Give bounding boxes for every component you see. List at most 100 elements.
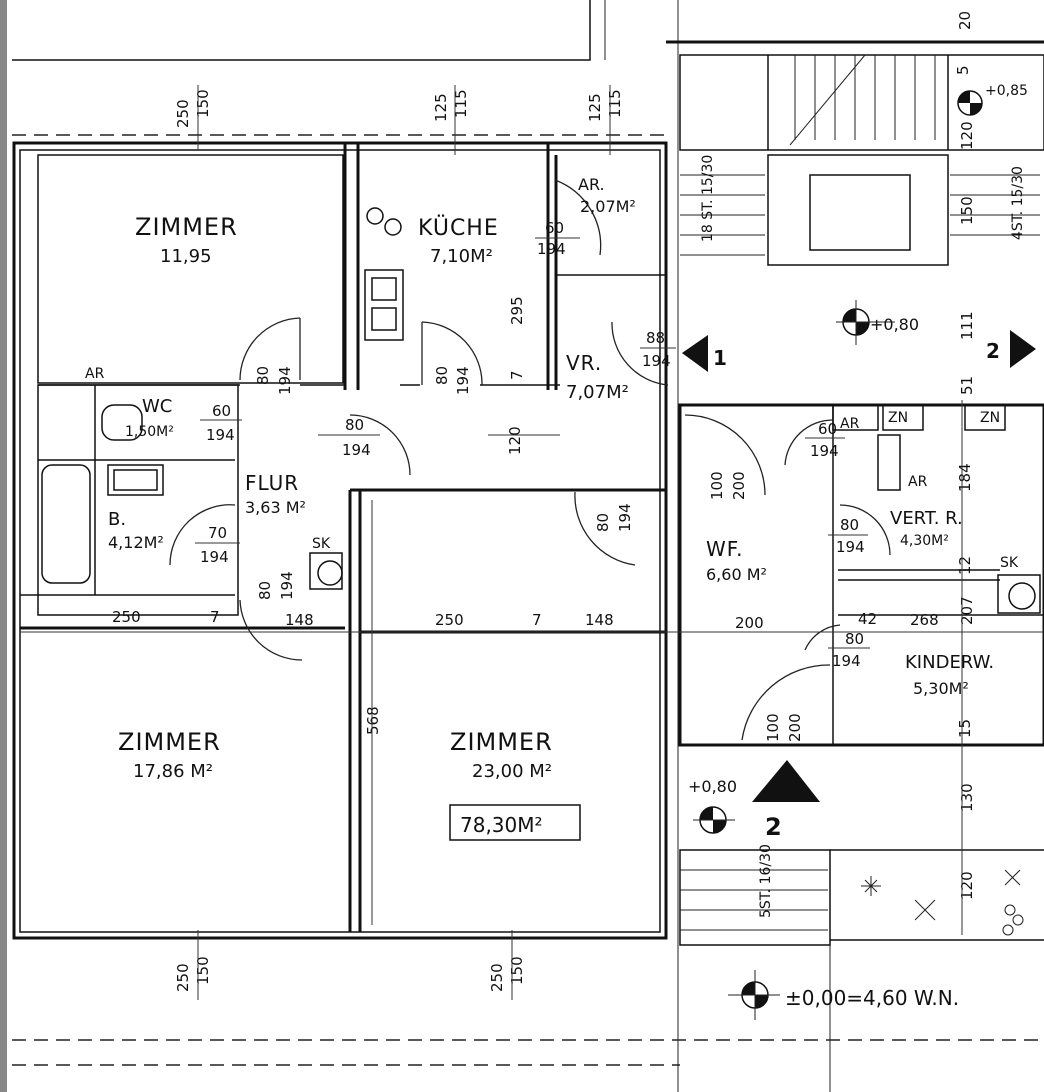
dim-flur-mid-w: 80 <box>345 416 364 434</box>
elevation-ground: ±0,00=4,60 W.N. <box>785 986 959 1010</box>
dim-kitchen-295: 295 <box>508 296 526 325</box>
room-area-vert: 4,30M² <box>900 533 949 549</box>
room-area-zimmer-left: 17,86 M² <box>133 761 213 782</box>
dim-vert-door-h: 194 <box>836 538 865 556</box>
dim-wc-door-w: 60 <box>212 402 231 420</box>
room-area-flur: 3,63 M² <box>245 498 306 517</box>
dim-row-mid-2: 7 <box>532 611 542 629</box>
room-name-zimmer-top: ZIMMER <box>135 213 238 241</box>
dimensions: 250 150 125 115 125 115 250 150 250 150 … <box>20 11 1044 1000</box>
room-name-flur: FLUR <box>245 471 299 495</box>
dim-entry-door-w: 100 <box>764 713 782 742</box>
dim-top-3-b: 115 <box>606 89 624 118</box>
dim-kind-door-h: 194 <box>832 652 861 670</box>
dim-5: 5 <box>954 65 972 75</box>
room-area-ar-top: 2,07M² <box>580 197 636 216</box>
dim-7: 7 <box>508 370 526 380</box>
dim-20: 20 <box>956 11 974 30</box>
room-name-ar-top: AR. <box>578 175 605 194</box>
dim-120-top: 120 <box>958 121 976 150</box>
dim-row-left-2: 7 <box>210 608 220 626</box>
room-name-kinderw: KINDERW. <box>905 652 994 673</box>
room-area-vr: 7,07M² <box>566 382 629 403</box>
dim-vr-door-h: 194 <box>642 352 671 370</box>
dim-top-1-b: 150 <box>194 89 212 118</box>
dim-150-right: 150 <box>958 196 976 225</box>
dim-kitchen-door-w: 80 <box>433 366 451 385</box>
dim-ar-right-door-h: 194 <box>810 442 839 460</box>
dim-row-left-3: 148 <box>285 611 314 629</box>
dim-568: 568 <box>364 706 382 735</box>
room-area-bad: 4,12M² <box>108 533 164 552</box>
room-name-ar-right-1: AR <box>840 416 860 432</box>
room-name-sk-right: SK <box>1000 555 1019 571</box>
dim-wf-door-h: 200 <box>730 471 748 500</box>
room-area-kinderw: 5,30M² <box>913 679 969 698</box>
dim-kind-door-w: 80 <box>845 630 864 648</box>
dim-130: 130 <box>958 783 976 812</box>
room-name-zn-1: ZN <box>888 410 908 426</box>
stair-note-right: 4ST. 15/30 <box>1010 166 1026 240</box>
right-building-walls <box>666 40 1044 946</box>
dim-flur-bottom-w: 80 <box>256 581 274 600</box>
dim-row-mid-3: 148 <box>585 611 614 629</box>
apartment-walls <box>12 141 668 940</box>
room-name-kueche: KÜCHE <box>418 215 499 241</box>
section-marker-2-top: 2 <box>986 339 1001 363</box>
dim-bottom-1-a: 250 <box>174 963 192 992</box>
dim-ar-door-h: 194 <box>537 240 566 258</box>
dim-kitchen-door-h: 194 <box>454 366 472 395</box>
dim-top-2-a: 125 <box>432 93 450 122</box>
room-name-vert: VERT. R. <box>890 508 963 529</box>
dim-flur-door-h: 194 <box>276 366 294 395</box>
dim-vr-door-w: 88 <box>646 329 665 347</box>
section-markers <box>682 330 1036 802</box>
room-name-wc: WC <box>142 396 172 417</box>
dim-row-right-2: 42 <box>858 610 877 628</box>
dim-row-mid-1: 250 <box>435 611 464 629</box>
dim-bottom-2-a: 250 <box>488 963 506 992</box>
room-area-wc: 1,50M² <box>125 424 174 440</box>
room-name-zn-2: ZN <box>980 410 1000 426</box>
dim-row-left-1: 250 <box>112 608 141 626</box>
stair-note-lower: 5ST. 16/30 <box>758 844 774 918</box>
room-name-ar-right-2: AR <box>908 474 928 490</box>
dim-vr-door-bottom-w: 80 <box>594 513 612 532</box>
dim-vr-door-bottom-h: 194 <box>616 503 634 532</box>
room-name-wf: WF. <box>706 537 743 561</box>
section-marker-2-bottom: 2 <box>765 813 783 841</box>
dim-flur-mid-h: 194 <box>342 441 371 459</box>
page-edge-left <box>0 0 7 1092</box>
dim-111: 111 <box>958 311 976 340</box>
dim-flur-door-w: 80 <box>254 366 272 385</box>
dim-row-right-1: 200 <box>735 614 764 632</box>
level-symbols <box>693 90 983 1020</box>
dim-top-1-a: 250 <box>174 99 192 128</box>
room-name-sk-left: SK <box>312 536 331 552</box>
dim-120-right: 120 <box>958 871 976 900</box>
section-marker-1: 1 <box>713 346 728 370</box>
upper-building-outline <box>12 0 606 61</box>
room-area-zimmer-top: 11,95 <box>160 246 212 267</box>
room-name-bad: B. <box>108 509 126 530</box>
room-area-kueche: 7,10M² <box>430 246 493 267</box>
total-area-box <box>449 804 581 841</box>
room-name-zimmer-mid: ZIMMER <box>450 728 553 756</box>
elevation-top-right: +0,85 <box>985 83 1028 99</box>
elevation-stair-top: +0,80 <box>870 315 919 334</box>
dim-12: 12 <box>956 556 974 575</box>
room-area-wf: 6,60 M² <box>706 565 767 584</box>
dim-bottom-2-b: 150 <box>508 956 526 985</box>
room-name-vr: VR. <box>566 351 602 375</box>
dim-entry-door-h: 200 <box>786 713 804 742</box>
doors <box>169 179 891 741</box>
dim-ar-right-door-w: 60 <box>818 420 837 438</box>
dim-bath-door-h: 194 <box>200 548 229 566</box>
dim-wf-door-w: 100 <box>708 471 726 500</box>
dim-vr-120: 120 <box>506 426 524 455</box>
dim-row-right-3: 268 <box>910 611 939 629</box>
dim-flur-bottom-h: 194 <box>278 571 296 600</box>
room-name-ar-left: AR <box>85 366 105 382</box>
total-area: 78,30M² <box>460 813 543 837</box>
